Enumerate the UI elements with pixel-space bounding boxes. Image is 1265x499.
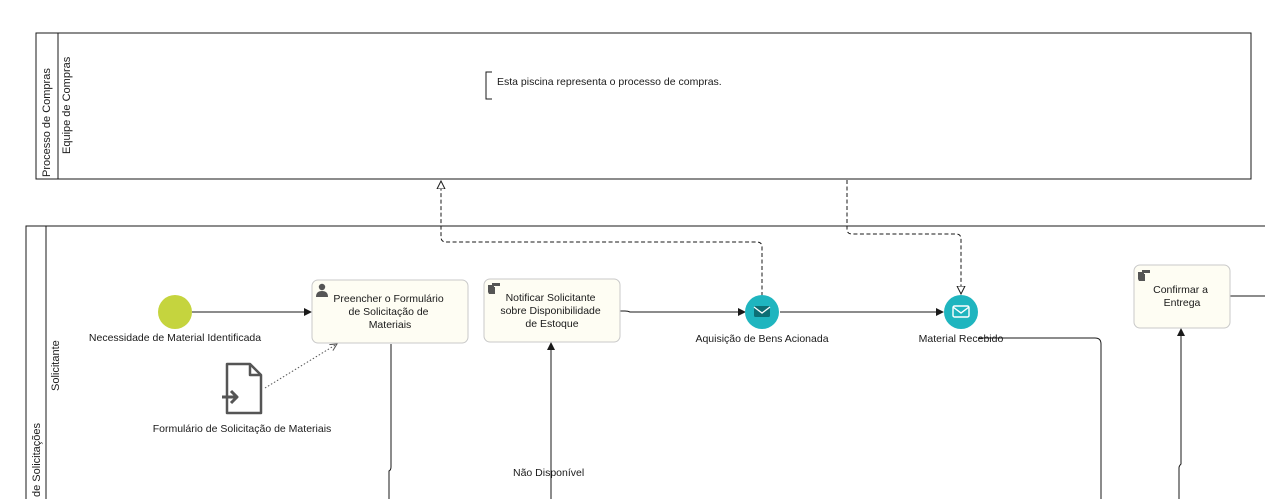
flow-label-not-available: Não Disponível [513,467,584,479]
task-confirm-label: Confirmar a Entrega [1153,284,1211,309]
annotation-bracket [485,71,492,100]
flow-notify-to-acquisition[interactable] [620,308,746,316]
document-input-icon [222,362,263,415]
start-event-label: Necessidade de Material Identificada [89,332,261,344]
pool-purchasing-frame [35,32,1252,180]
hand-icon [488,283,500,294]
pool-requests-label: de Solicitações [31,423,43,497]
pool-purchasing-label: Processo de Compras [41,68,53,177]
message-flow-to-received[interactable] [846,180,961,294]
event-received-circle [944,295,978,329]
pool-requests[interactable]: de Solicitações Solicitante [25,225,1265,499]
flow-fill-form-down[interactable] [388,344,392,499]
data-object[interactable]: Formulário de Solicitação de Materiais [153,362,332,435]
task-notify-label: Notificar Solicitante sobre Disponibilid… [500,292,603,330]
user-icon [316,283,328,297]
start-event-circle [158,295,192,329]
event-acquisition-label: Aquisição de Bens Acionada [695,333,828,345]
event-received[interactable]: Material Recebido [919,295,1004,345]
event-acquisition[interactable]: Aquisição de Bens Acionada [695,295,829,345]
data-object-label: Formulário de Solicitação de Materiais [153,423,332,435]
hand-icon [1138,270,1150,281]
task-notify[interactable]: Notificar Solicitante sobre Disponibilid… [483,278,621,343]
annotation-text: Esta piscina representa o processo de co… [497,76,722,88]
flow-up-to-confirm[interactable] [1177,328,1185,499]
envelope-open-icon [952,305,970,318]
data-association[interactable] [264,344,337,389]
lane-purchasing-team-label: Equipe de Compras [61,56,73,154]
task-fill-form-box [311,279,469,344]
task-fill-form[interactable]: Preencher o Formulário de Solicitação de… [311,279,469,344]
text-annotation[interactable]: Esta piscina representa o processo de co… [485,71,722,100]
flow-received-down[interactable] [978,337,1102,499]
start-event[interactable]: Necessidade de Material Identificada [89,295,261,344]
pool-purchasing[interactable]: Processo de Compras Equipe de Compras [35,32,1252,180]
pool-requests-frame [25,225,1265,499]
task-confirm-box [1133,264,1231,329]
task-fill-form-label: Preencher o Formulário de Solicitação de… [333,293,446,331]
event-received-label: Material Recebido [919,333,1004,345]
lane-requester-label: Solicitante [50,340,62,391]
task-confirm[interactable]: Confirmar a Entrega [1133,264,1231,329]
task-notify-box [483,278,621,343]
envelope-icon [753,306,771,317]
message-flow-to-purchasing[interactable] [441,181,763,296]
